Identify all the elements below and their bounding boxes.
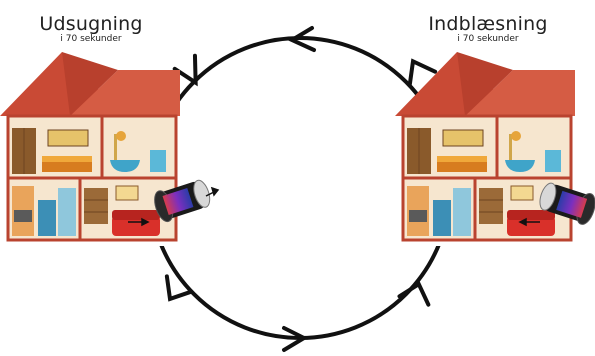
cycle-arrowhead-lower-right — [397, 281, 431, 307]
left-house-subtitle: i 70 sekunder — [60, 34, 122, 44]
cycle-arrowhead-upper-right — [407, 58, 438, 86]
cycle-arrowhead-lower-left — [164, 274, 193, 302]
left-house-illustration — [0, 50, 186, 246]
cycle-arrowhead-bottom — [282, 326, 309, 352]
left-house-title: Udsugning — [39, 13, 143, 35]
right-house-title: Indblæsning — [428, 13, 548, 35]
airflow-arrow-icon — [518, 217, 540, 227]
right-house-label: Indblæsning i 70 sekunder — [418, 14, 558, 45]
right-house-subtitle: i 70 sekunder — [457, 34, 519, 44]
cycle-arrowhead-upper-left — [172, 53, 198, 87]
left-house-label: Udsugning i 70 sekunder — [26, 14, 156, 45]
cycle-arrowhead-top — [287, 26, 316, 52]
airflow-arrow-icon — [128, 186, 220, 227]
right-house-illustration — [393, 50, 581, 246]
